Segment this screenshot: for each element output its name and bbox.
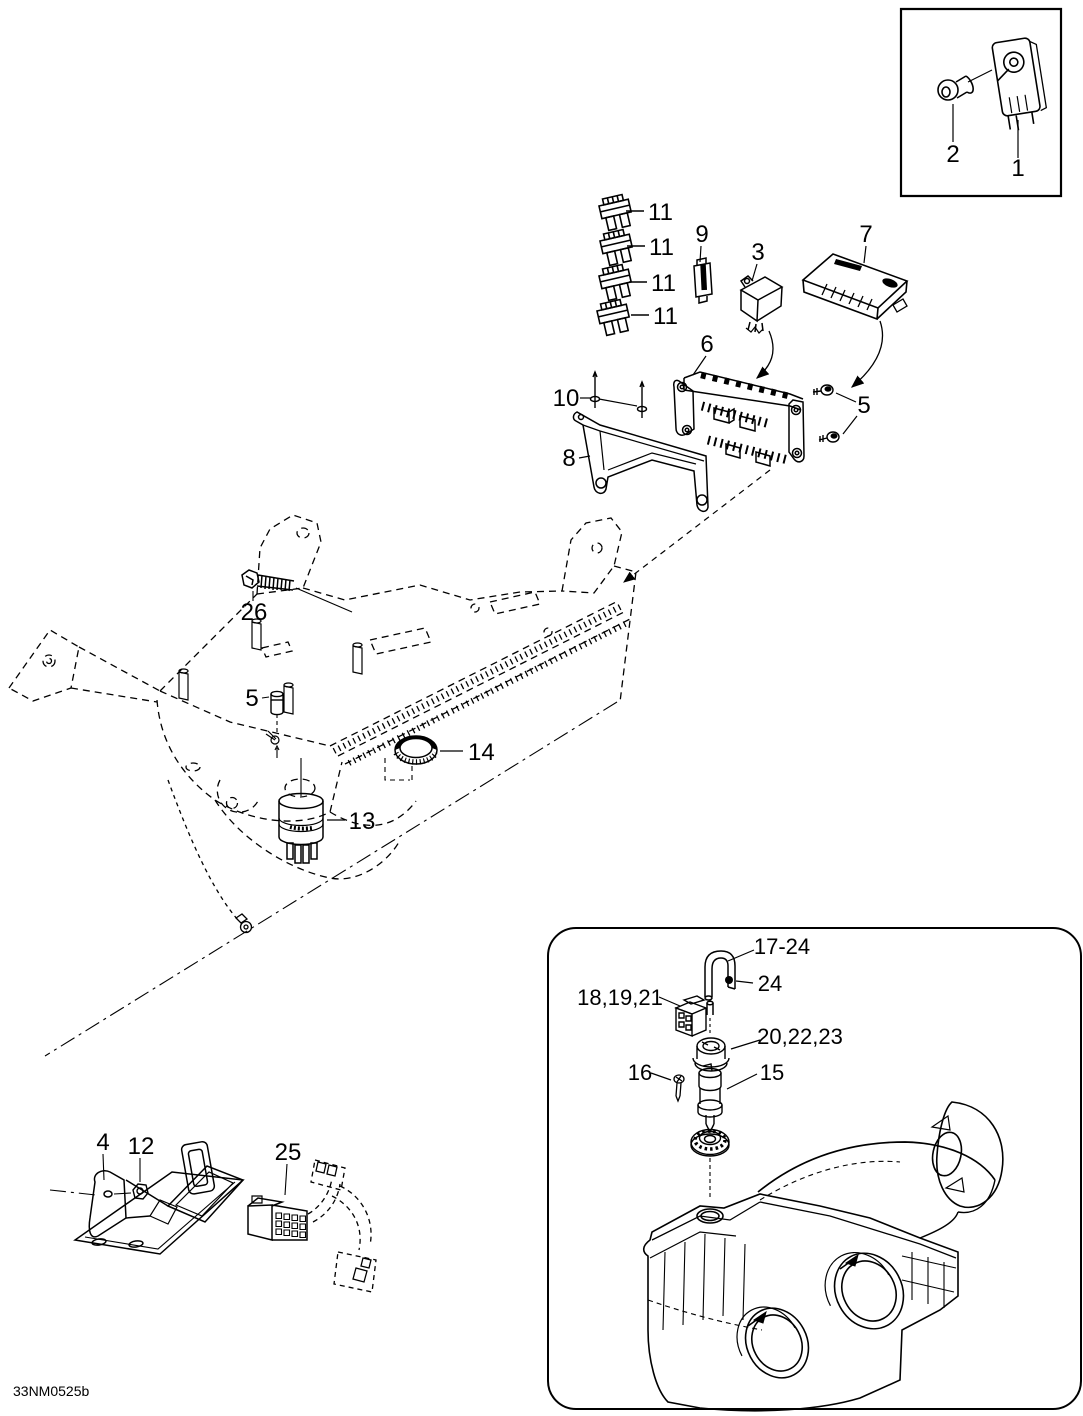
callout-5b: 5 [245,685,258,712]
callout-15: 15 [760,1060,784,1085]
part-18-19-21-connector [659,996,706,1036]
part-24-clamp-dot [725,976,733,984]
callout-18-19-21: 18,19,21 [577,985,663,1010]
callout-14: 14 [468,739,495,766]
inset-leader-lines [953,104,1018,158]
part-17-24-hose [705,950,754,1034]
part-6-fuse-box [674,356,804,466]
airbox-clamp-arrows [703,1255,858,1416]
callout-7: 7 [859,221,872,248]
part-13-socket [279,758,345,863]
callout-11b: 11 [649,234,674,261]
part-7-cover [803,246,907,319]
callout-1: 1 [1011,155,1024,182]
callout-26: 26 [241,599,268,626]
part-9-module [694,246,712,303]
callout-16: 16 [628,1060,652,1085]
part-25-connector [248,1164,307,1240]
part-16-screw [651,1073,684,1101]
callout-11d: 11 [653,303,678,330]
part-14-ring [385,736,463,780]
callout-25: 25 [275,1139,302,1166]
callout-2: 2 [946,141,959,168]
pump-grommet [691,1130,729,1201]
part-3-arrow [756,331,773,379]
chassis-standoff-pins [179,619,362,714]
part-5-screws-upper [813,385,857,442]
callout-11a: 11 [648,199,673,226]
part-20-22-23-cap [693,1038,760,1071]
detail-panel-border [548,928,1081,1409]
part-7-arrow [851,321,882,388]
callout-11c: 11 [651,270,676,297]
callout-8: 8 [562,445,575,472]
part-1-bracket-pad [992,37,1050,133]
callout-10: 10 [553,385,580,412]
callout-20-22-23: 20,22,23 [757,1024,843,1049]
part-26-bolt [242,570,352,612]
ground-wire-dashed [168,780,238,920]
part-12-nut [133,1158,148,1199]
part-15-pump [698,1064,757,1132]
callout-24: 24 [758,971,782,996]
callout-6: 6 [700,331,713,358]
part-3-relay [741,264,782,333]
part-11-fuses [594,192,636,338]
callout-13: 13 [349,808,376,835]
callout-17-24: 17-24 [754,934,810,959]
part-10-pins [580,371,648,419]
centerline-long [45,702,617,1056]
callout-3: 3 [751,239,764,266]
callout-4: 4 [96,1129,109,1156]
centerline-short [50,1190,96,1195]
wire-terminal [236,914,252,933]
diagram-code: 33NM0525b [13,1383,89,1399]
part-8-bracket [573,412,708,511]
airbox [644,1102,1003,1411]
callout-12: 12 [128,1133,155,1160]
part-4-bracket [75,1141,243,1254]
fuse-leader-lines [626,211,649,315]
part-25-harness [308,1160,376,1292]
callout-9: 9 [695,221,708,248]
inset-detail-box [901,9,1061,196]
callout-5a: 5 [857,392,870,419]
part-25-harness-ends [316,1162,371,1282]
part-2-screw [938,70,992,100]
part-5-screw-middle [262,691,283,758]
assembly-leader-dashed [623,470,770,583]
